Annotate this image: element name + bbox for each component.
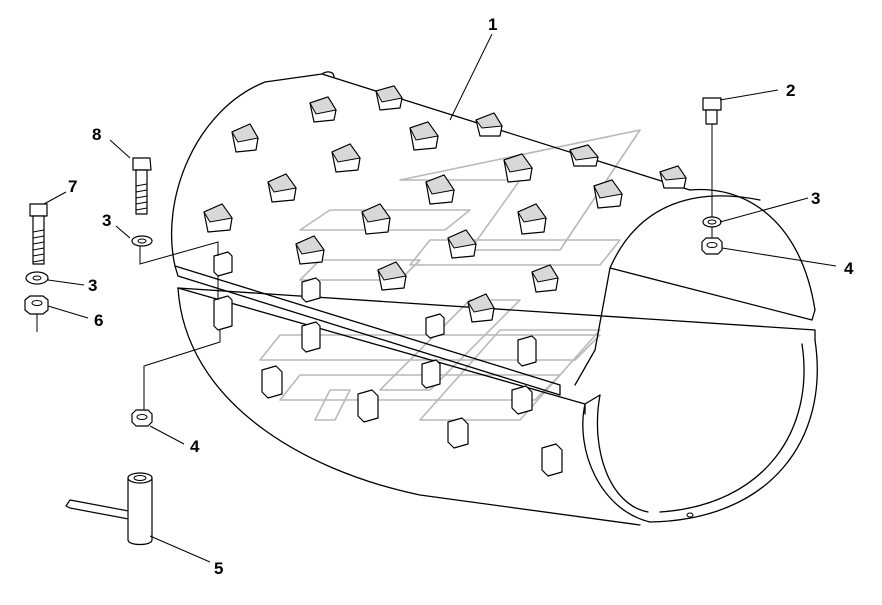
tooth <box>425 174 455 205</box>
watermark-logo <box>259 129 641 421</box>
assembly-lines <box>139 120 713 410</box>
washer-3-right <box>702 216 722 228</box>
callouts: 1 2 3 4 3 8 7 3 6 4 5 <box>68 15 854 578</box>
callout-6: 6 <box>94 311 103 330</box>
drum-upper-half <box>171 71 816 396</box>
drum-teeth-lower <box>213 295 563 477</box>
t-handle-wrench-5 <box>65 472 153 546</box>
tooth <box>377 261 407 291</box>
tooth <box>309 96 337 123</box>
hex-bolt-2 <box>702 97 722 125</box>
tooth <box>203 203 233 233</box>
washer-3-mid <box>131 235 153 247</box>
tooth <box>531 264 559 293</box>
tooth <box>267 173 297 203</box>
callout-4-left: 4 <box>190 437 200 456</box>
callout-8: 8 <box>92 125 101 144</box>
callout-4-right: 4 <box>844 259 854 278</box>
hex-bolt-7 <box>29 203 48 265</box>
drum-teeth-upper <box>203 85 687 323</box>
callout-7: 7 <box>68 177 77 196</box>
tooth <box>475 112 503 137</box>
tooth <box>593 179 623 209</box>
tooth <box>503 153 533 183</box>
tooth <box>517 203 547 235</box>
hex-bolt-8 <box>132 157 152 215</box>
leader-lines <box>43 33 837 563</box>
tooth <box>659 165 687 189</box>
drum-lower-half <box>177 287 818 526</box>
tooth <box>375 85 403 111</box>
tooth <box>467 293 495 323</box>
tooth <box>331 143 361 173</box>
callout-1: 1 <box>488 15 497 34</box>
callout-3-left: 3 <box>88 276 97 295</box>
callout-2: 2 <box>786 81 795 100</box>
tooth <box>231 123 259 153</box>
clamp-blocks-upper <box>213 251 445 339</box>
callout-3-right: 3 <box>811 189 820 208</box>
callout-5: 5 <box>214 559 223 578</box>
nut-4-right <box>701 237 723 255</box>
tooth <box>295 235 325 265</box>
tooth <box>447 229 477 259</box>
callout-3-mid: 3 <box>102 211 111 230</box>
tooth <box>409 121 439 151</box>
tooth <box>569 144 599 167</box>
tooth <box>361 203 391 235</box>
nut-6 <box>24 295 49 332</box>
nut-4-left <box>131 409 153 427</box>
washer-3-left <box>25 271 49 285</box>
